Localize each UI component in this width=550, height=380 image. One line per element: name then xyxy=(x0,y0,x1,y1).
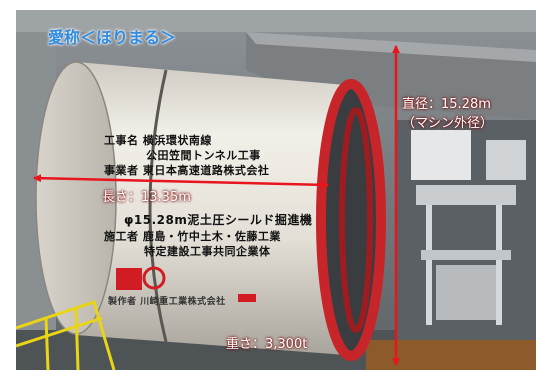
cutter-inner-ring xyxy=(339,107,373,333)
length-label: 長さ：13.35m xyxy=(102,190,191,205)
beam-top xyxy=(246,32,536,62)
company-emblem xyxy=(142,266,166,290)
gantry-deck xyxy=(416,185,516,205)
gantry-rail xyxy=(421,250,511,260)
gantry-leg xyxy=(426,205,432,325)
tbm-photo: 愛称＜ほりまる＞ 工事名 横浜環状南線 公田笠間トンネル工事 事業者 東日本高速… xyxy=(16,10,536,370)
diameter-label: 直径：15.28m xyxy=(402,97,491,112)
diameter-note-label: （マシン外径） xyxy=(402,116,494,131)
maker-marking: 製作者 川崎重工業株式会社 xyxy=(108,297,226,307)
machine-marking: 公田笠間トンネル工事 xyxy=(146,149,261,162)
tbm-scene xyxy=(16,10,536,370)
weight-label: 重さ：3,300t xyxy=(226,337,308,352)
equipment-box xyxy=(486,140,526,180)
gantry-leg xyxy=(496,205,502,325)
shell-seam xyxy=(148,69,168,343)
machine-marking: φ15.28m泥土圧シールド掘進機 xyxy=(124,213,313,227)
machine-marking: 工事名 横浜環状南線 xyxy=(104,134,212,147)
safety-railing xyxy=(16,300,116,370)
nickname-label: 愛称＜ほりまる＞ xyxy=(48,28,177,47)
maker-logo xyxy=(238,294,256,302)
control-cabinet xyxy=(436,265,496,320)
machine-marking: 特定建設工事共同企業体 xyxy=(144,245,271,258)
cutter-ring xyxy=(316,79,386,361)
equipment-box xyxy=(411,130,471,180)
ceiling-beam xyxy=(16,10,536,32)
wooden-cribbing xyxy=(366,340,536,370)
company-logo xyxy=(116,268,142,290)
length-arrow xyxy=(33,174,329,189)
machine-marking: 施工者 鹿島・竹中土木・佐藤工業 xyxy=(104,230,281,243)
machine-marking: 事業者 東日本高速道路株式会社 xyxy=(104,164,270,177)
